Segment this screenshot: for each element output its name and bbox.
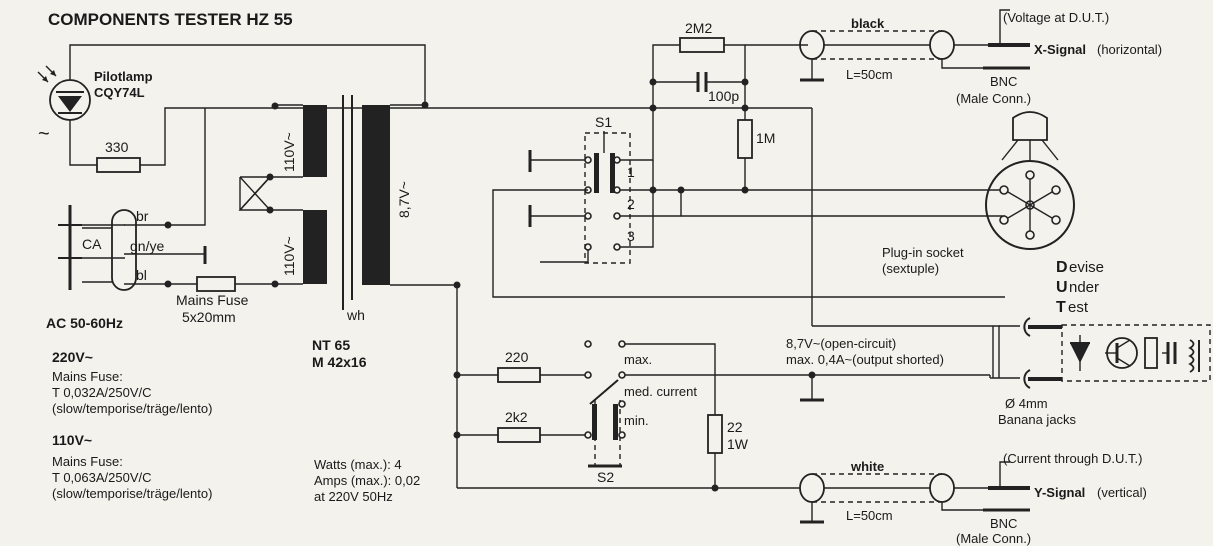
resistor-1m xyxy=(737,119,753,159)
resistor-22 xyxy=(707,414,723,454)
y-cable-length: L=50cm xyxy=(846,508,893,523)
wire-br-label: br xyxy=(136,208,149,224)
switch-s2 xyxy=(584,340,626,468)
mains-fuse-size: 5x20mm xyxy=(182,309,236,325)
dut-box xyxy=(1061,324,1211,382)
y-bnc: BNC xyxy=(990,516,1017,531)
x-conn: (Male Conn.) xyxy=(956,91,1031,106)
resistor-22-value: 22 xyxy=(727,419,743,435)
dut-components xyxy=(1070,335,1200,373)
s2-min: min. xyxy=(624,413,649,428)
x-cable xyxy=(799,9,1030,82)
resistor-220 xyxy=(497,367,541,383)
ratings-line2: Amps (max.): 0,02 xyxy=(314,473,420,488)
s2-label: S2 xyxy=(597,469,614,485)
fuse220-line1: Mains Fuse: xyxy=(52,369,123,384)
s1-pos2: 2 xyxy=(627,196,635,212)
dut-letter-d: D xyxy=(1056,259,1068,276)
fuse220-line2: T 0,032A/250V/C xyxy=(52,385,152,400)
fuse110-line3: (slow/temporise/träge/lento) xyxy=(52,486,212,501)
wh-label: wh xyxy=(346,307,365,323)
s1-pos1: 1 xyxy=(627,164,635,180)
x-signal: X-Signal xyxy=(1034,42,1086,57)
output-spec-line1: 8,7V~(open-circuit) xyxy=(786,336,896,351)
s2-max: max. xyxy=(624,352,652,367)
dut-rest-nder: nder xyxy=(1069,279,1099,296)
banana-label: Banana jacks xyxy=(998,412,1077,427)
transformer-name: NT 65 xyxy=(312,337,350,353)
wire-gnye-label: gn/ye xyxy=(130,238,164,254)
ratings-line3: at 220V 50Hz xyxy=(314,489,393,504)
resistor-330 xyxy=(96,157,141,173)
s2-med: med. current xyxy=(624,384,697,399)
fuse110-title: 110V~ xyxy=(52,432,92,448)
fuse220-title: 220V~ xyxy=(52,349,93,365)
resistor-330-label: 330 xyxy=(105,139,129,155)
pilotlamp-part: CQY74L xyxy=(94,85,145,100)
banana-size: Ø 4mm xyxy=(1005,396,1048,411)
plug-in-socket xyxy=(985,111,1075,250)
pilot-lamp: ~ xyxy=(37,65,91,145)
x-signal-desc: (horizontal) xyxy=(1097,42,1162,57)
socket-label: Plug-in socket xyxy=(882,245,964,260)
y-cable xyxy=(799,461,1030,524)
switch-s1 xyxy=(528,131,631,264)
pilotlamp-label: Pilotlamp xyxy=(94,69,153,84)
x-note: (Voltage at D.U.T.) xyxy=(1003,10,1109,25)
s1-pos3: 3 xyxy=(627,228,635,244)
dut-letter-t: T xyxy=(1056,299,1066,316)
primary-lower-label: 110V~ xyxy=(281,236,297,276)
x-bnc: BNC xyxy=(990,74,1017,89)
primary-upper-label: 110V~ xyxy=(281,132,297,172)
socket-sublabel: (sextuple) xyxy=(882,261,939,276)
ratings-line1: Watts (max.): 4 xyxy=(314,457,402,472)
x-cable-length: L=50cm xyxy=(846,67,893,82)
diagram-title: COMPONENTS TESTER HZ 55 xyxy=(48,10,293,29)
transformer-nt65 xyxy=(238,95,461,310)
banana-jacks xyxy=(812,317,1062,389)
mains-cord xyxy=(58,205,137,291)
mains-fuse-label: Mains Fuse xyxy=(176,292,249,308)
resistor-22-power: 1W xyxy=(727,436,749,452)
wire-bl-label: bl xyxy=(136,267,147,283)
resistor-1m-label: 1M xyxy=(756,130,775,146)
dut-rest-evise: evise xyxy=(1069,259,1104,276)
y-signal-desc: (vertical) xyxy=(1097,485,1147,500)
fuse110-line2: T 0,063A/250V/C xyxy=(52,470,152,485)
ac-symbol: ~ xyxy=(38,123,50,145)
ac-label: AC 50-60Hz xyxy=(46,315,123,331)
secondary-label: 8,7V~ xyxy=(396,181,412,218)
ca-label: CA xyxy=(82,236,102,252)
x-cable-color: black xyxy=(851,16,885,31)
resistor-2k2 xyxy=(497,427,541,443)
fuse110-line1: Mains Fuse: xyxy=(52,454,123,469)
resistor-2m2-label: 2M2 xyxy=(685,20,712,36)
mains-fuse xyxy=(196,276,236,292)
capacitor-100p-label: 100p xyxy=(708,88,739,104)
s1-label: S1 xyxy=(595,114,612,130)
y-cable-color: white xyxy=(850,459,884,474)
dut-rest-est: est xyxy=(1068,299,1089,316)
transformer-core: M 42x16 xyxy=(312,354,367,370)
resistor-2k2-label: 2k2 xyxy=(505,409,528,425)
resistor-220-label: 220 xyxy=(505,349,529,365)
y-note: (Current through D.U.T.) xyxy=(1003,451,1142,466)
output-spec-line2: max. 0,4A~(output shorted) xyxy=(786,352,944,367)
resistor-2m2 xyxy=(679,37,725,53)
fuse220-line3: (slow/temporise/träge/lento) xyxy=(52,401,212,416)
y-conn: (Male Conn.) xyxy=(956,531,1031,546)
dut-letter-u: U xyxy=(1056,279,1068,296)
y-signal: Y-Signal xyxy=(1034,485,1085,500)
